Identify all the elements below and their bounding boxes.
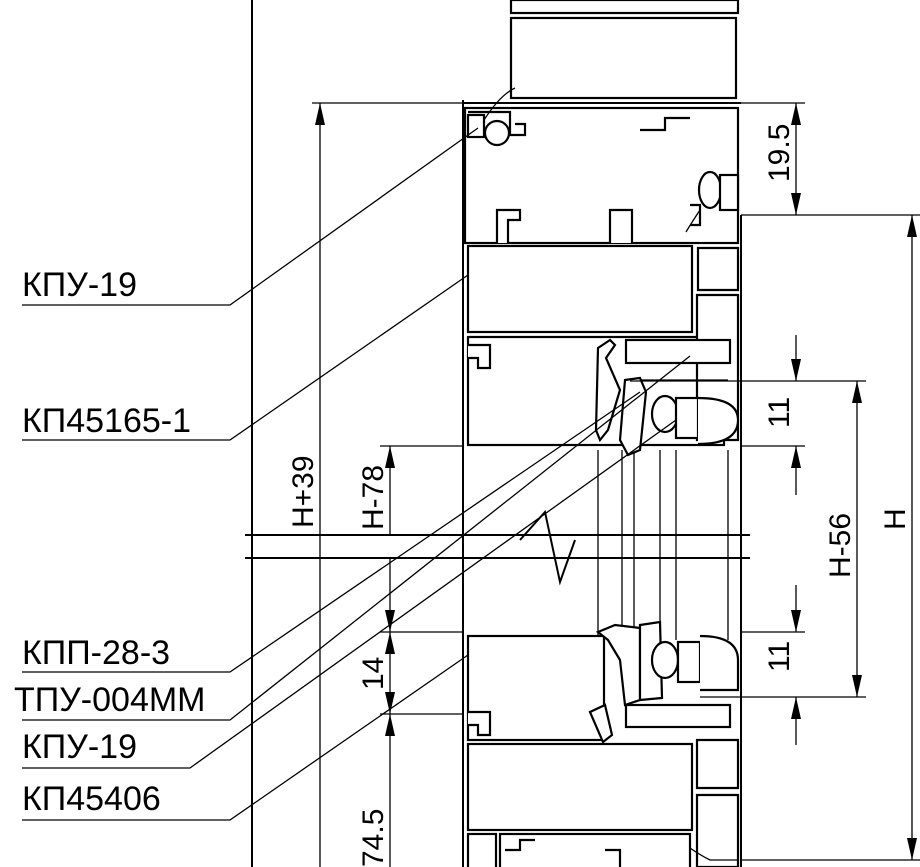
top-sash-seal	[685, 170, 740, 233]
dim-19-5: 19.5	[763, 124, 796, 182]
break-line	[245, 509, 750, 586]
label-kpu19-top: КПУ-19	[22, 266, 137, 304]
label-kp45406: КП45406	[22, 780, 161, 818]
bottom-sash-profile	[466, 634, 740, 867]
extension-lines	[312, 102, 920, 861]
dimension-lines	[315, 103, 917, 867]
dimension-texts: 19.5 11 11 14 H+39 H-78 H-56 H 74.5	[287, 124, 912, 867]
dim-h-minus-78: H-78	[357, 465, 390, 530]
bottom-glazing-seals	[588, 620, 740, 861]
label-kpp-28-3: КПП-28-3	[22, 634, 170, 672]
dim-h-minus-56: H-56	[824, 513, 857, 578]
label-kpu19-bottom: КПУ-19	[22, 728, 137, 766]
label-tpu-004mm: ТПУ-004ММ	[14, 681, 206, 719]
leader-lines	[22, 127, 691, 821]
dim-11-bottom: 11	[763, 641, 796, 672]
dim-h-plus-39: H+39	[287, 455, 320, 528]
label-kp45165-1: КП45165-1	[22, 402, 191, 440]
callout-labels: КПУ-19 КП45165-1 КПП-28-3 ТПУ-004ММ КПУ-…	[14, 266, 206, 818]
dim-14: 14	[357, 657, 390, 690]
dim-74-5: 74.5	[357, 809, 390, 867]
construction-lines	[251, 0, 742, 867]
dim-11-top: 11	[763, 397, 796, 428]
dim-h: H	[879, 508, 912, 530]
